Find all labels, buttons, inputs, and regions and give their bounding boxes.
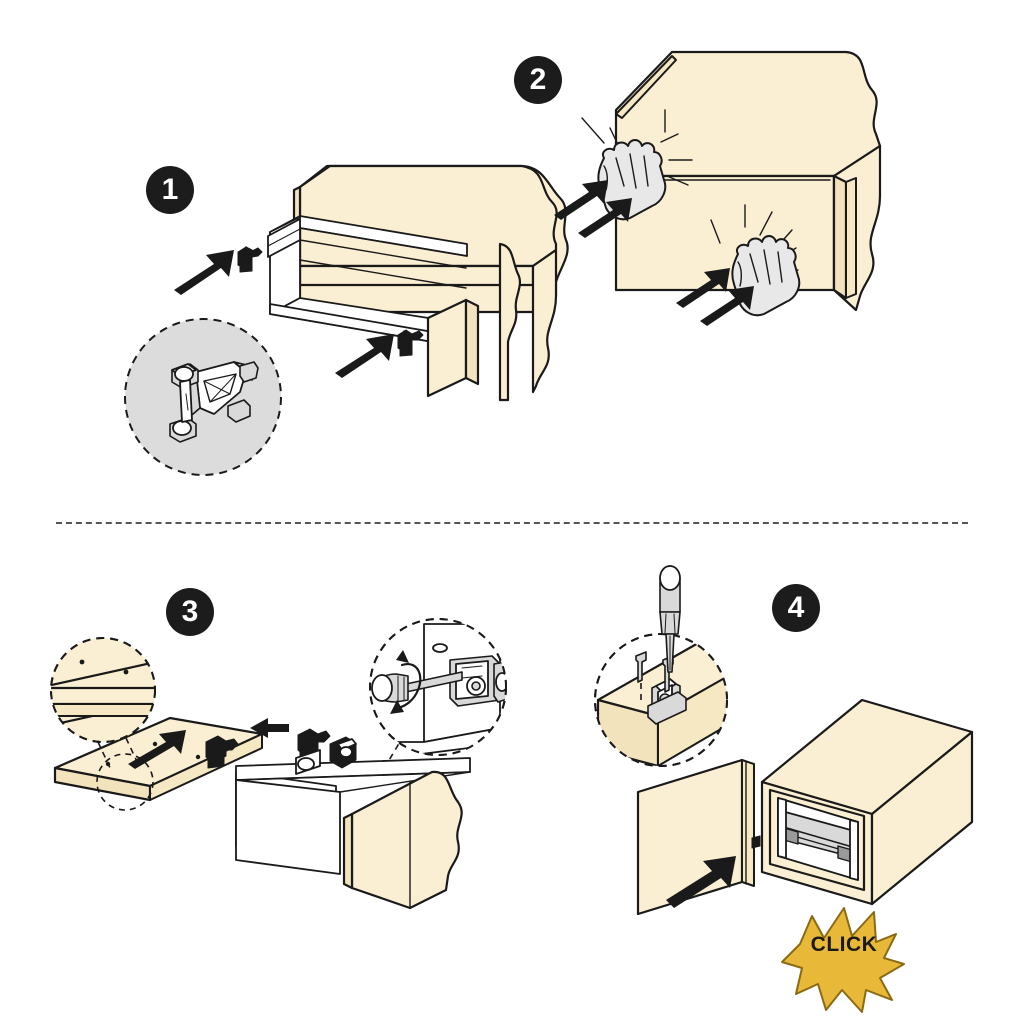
front-fixing-clip-bracket-icon [169, 361, 259, 443]
drawer-front-panel-step1 [426, 298, 480, 398]
screwdriver-step4 [659, 565, 681, 673]
attach-arrow-step4 [666, 856, 736, 908]
step-badge-2: 2 [514, 56, 562, 104]
drawer-box-step3 [235, 757, 471, 875]
push-arrow-pair-lower-step2 [676, 268, 754, 326]
cabinet-carcass-cutaway-step2 [614, 50, 882, 312]
drawer-runner-rails-step1 [267, 218, 467, 289]
step-4-illustration [594, 565, 974, 1013]
detail-circle-screwdriver-bracket-step4 [594, 565, 728, 767]
detail-circle-predrilled-holes-step3 [50, 637, 156, 811]
detail-circle-clip-bracket-step1 [124, 318, 282, 476]
rotation-arrow-step3 [390, 650, 422, 714]
side-fitting-step3 [295, 749, 321, 775]
step-badge-4: 4 [772, 584, 820, 632]
hand-pushing-lower-step2 [731, 235, 801, 317]
step-3-illustration [50, 618, 507, 910]
insertion-arrow-lower-step1 [335, 334, 394, 378]
cabinet-carcass-cutaway-step1 [292, 164, 569, 394]
click-badge-label: CLICK [810, 933, 878, 956]
insertion-arrow-upper-step1 [174, 250, 234, 295]
click-badge-star [781, 907, 905, 1013]
alignment-arrow-clip-step3 [250, 718, 289, 738]
drawer-box-with-runners-step4 [760, 698, 974, 906]
step-badge-3: 3 [166, 588, 214, 636]
alignment-arrow-panel-step3 [128, 730, 186, 769]
step-2-illustration [498, 50, 882, 402]
panel-bracket-step3 [205, 735, 239, 769]
step-1-illustration [124, 164, 569, 476]
front-fixing-clip-lower-step1 [397, 329, 424, 357]
cabinet-carcass-cutaway-step3 [342, 770, 463, 910]
section-divider [56, 522, 968, 524]
cabinet-carcass-partial-left-step2 [498, 242, 522, 402]
click-badge: CLICK [796, 908, 892, 982]
push-arrow-pair-upper-step2 [554, 180, 632, 238]
front-fixing-clip-upper-step1 [237, 246, 263, 273]
step-badge-1: 1 [146, 166, 194, 214]
detail-circle-screwdriver-adjust-step3 [369, 618, 507, 763]
